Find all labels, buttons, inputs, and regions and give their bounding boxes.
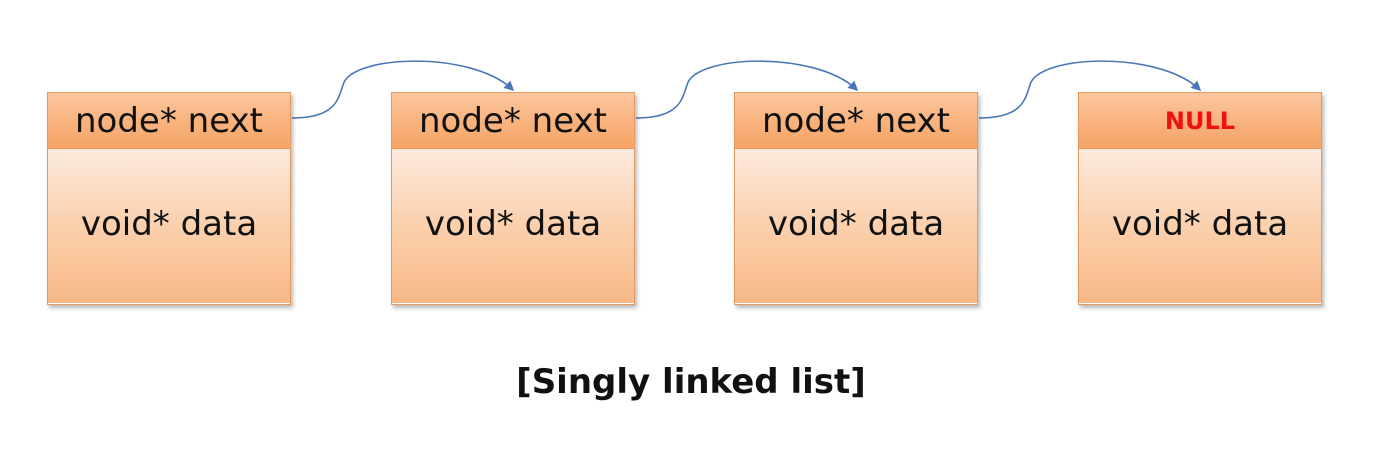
data-field: void* data — [1079, 149, 1321, 303]
next-pointer-field: node* next — [48, 93, 290, 149]
diagram-caption: [Singly linked list] — [516, 362, 866, 402]
link-arrow-2 — [635, 60, 859, 119]
null-pointer-field: NULL — [1079, 93, 1321, 149]
data-field: void* data — [48, 149, 290, 303]
data-field: void* data — [392, 149, 634, 303]
list-node-2: node* next void* data — [391, 92, 635, 305]
list-node-3: node* next void* data — [734, 92, 978, 305]
data-field: void* data — [735, 149, 977, 303]
list-node-1: node* next void* data — [47, 92, 291, 305]
link-arrow-3 — [978, 60, 1202, 119]
list-node-4: NULL void* data — [1078, 92, 1322, 305]
next-pointer-field: node* next — [735, 93, 977, 149]
link-arrow-1 — [291, 60, 515, 119]
next-pointer-field: node* next — [392, 93, 634, 149]
